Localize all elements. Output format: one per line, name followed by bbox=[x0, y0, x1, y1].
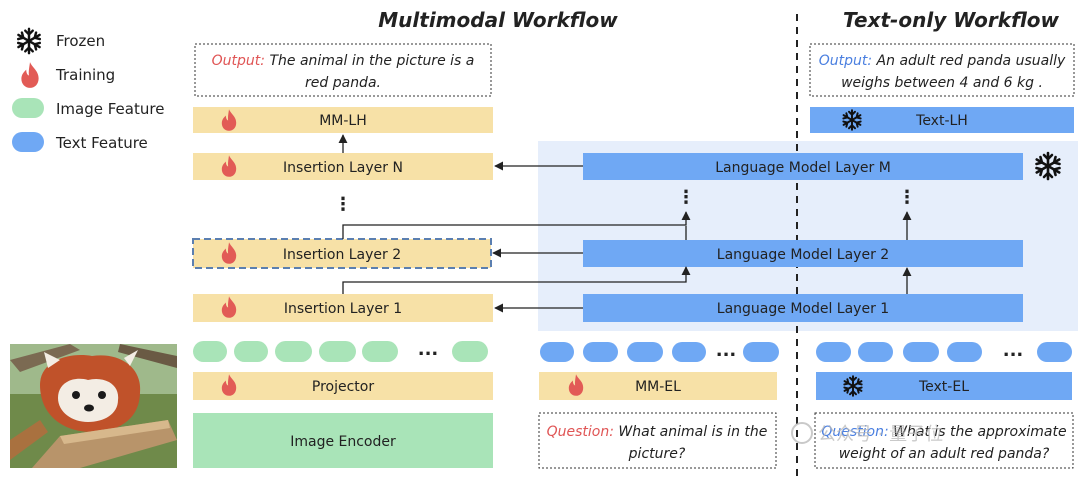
image-feature-token bbox=[452, 341, 488, 362]
image-encoder-box bbox=[193, 413, 493, 468]
svg-text:Output: The animal in the pict: Output: The animal in the picture is a bbox=[212, 53, 475, 69]
text-lh-box bbox=[810, 107, 1074, 133]
projector-label: Projector bbox=[312, 379, 374, 395]
lm-layer-2-label: Language Model Layer 2 bbox=[717, 247, 889, 263]
text-only-feature-token bbox=[858, 342, 893, 362]
insertion-layer-2-box bbox=[192, 238, 492, 269]
mm-lh-box bbox=[193, 107, 493, 133]
multimodal-output-line2: red panda. bbox=[305, 75, 381, 91]
image-feature-token bbox=[193, 341, 227, 362]
lm-vdots: ⋮ bbox=[677, 187, 695, 208]
mm-question-line2: picture? bbox=[628, 446, 686, 462]
legend-training-label: Training bbox=[55, 66, 115, 84]
lm-layer-1-label: Language Model Layer 1 bbox=[717, 301, 889, 317]
text-only-feature-token bbox=[903, 342, 939, 362]
mm-text-feature-token bbox=[672, 342, 706, 362]
insertion-layer-n-label: Insertion Layer N bbox=[283, 160, 403, 176]
text-only-output-box bbox=[809, 43, 1075, 97]
mm-text-feature-token bbox=[540, 342, 574, 362]
insertion-layer-1-box bbox=[193, 294, 493, 322]
image-encoder-label: Image Encoder bbox=[290, 434, 396, 450]
insertion-layer-2-label: Insertion Layer 2 bbox=[283, 247, 401, 263]
text-only-feature-ellipsis: ... bbox=[1003, 340, 1024, 361]
mm-lh-label: MM-LH bbox=[319, 113, 367, 129]
insertion-layer-n-box bbox=[193, 153, 493, 180]
insertion-1-to-lm-arrow bbox=[342, 266, 691, 294]
image-feature-token bbox=[319, 341, 356, 362]
multimodal-output-line1: The animal in the picture is a bbox=[265, 53, 474, 69]
text-only-question-box bbox=[814, 412, 1074, 469]
mm-text-feature-token bbox=[627, 342, 663, 362]
insertion-2-to-lm-upper-arrow bbox=[342, 211, 691, 239]
lm-layer-1-box bbox=[583, 294, 1023, 322]
text-only-output-label: Output: bbox=[819, 53, 872, 69]
legend-frozen-label: Frozen bbox=[56, 32, 105, 50]
legend-fire-icon bbox=[21, 62, 39, 88]
red-panda-photo bbox=[10, 344, 177, 468]
svg-text:Question: What is the approxim: Question: What is the approximate bbox=[821, 424, 1066, 440]
text-only-question-line1: What is the approximate bbox=[889, 424, 1067, 440]
lm-layer-m-box bbox=[583, 153, 1023, 180]
text-only-output-line1: An adult red panda usually bbox=[872, 53, 1066, 69]
text-el-label: Text-EL bbox=[918, 379, 969, 395]
mm-question-line1: What animal is in the bbox=[614, 424, 767, 440]
multimodal-output-label: Output: bbox=[212, 53, 265, 69]
watermark-text: 公众号 · 量子位 bbox=[818, 424, 943, 445]
image-feature-token bbox=[234, 341, 268, 362]
text-only-question-label: Question: bbox=[821, 424, 888, 440]
lm-layer-m-label: Language Model Layer M bbox=[715, 160, 891, 176]
text-only-question-line2: weight of an adult red panda? bbox=[839, 446, 1050, 462]
text-only-feature-token bbox=[947, 342, 982, 362]
legend-text-feature-label: Text Feature bbox=[55, 134, 148, 152]
mm-text-feature-token bbox=[583, 342, 618, 362]
text-only-vdots: ⋮ bbox=[898, 187, 916, 208]
text-only-workflow-title: Text-only Workflow bbox=[843, 8, 1060, 32]
legend-snowflake-icon bbox=[17, 29, 42, 53]
image-feature-ellipsis: ... bbox=[418, 339, 439, 360]
image-feature-token bbox=[275, 341, 312, 362]
projector-box bbox=[193, 372, 493, 400]
text-only-feature-token bbox=[816, 342, 851, 362]
mm-text-feature-ellipsis: ... bbox=[716, 340, 737, 361]
watermark: 公众号 · 量子位 bbox=[791, 422, 943, 445]
mm-text-feature-token bbox=[743, 342, 779, 362]
svg-text:Question: What animal is in th: Question: What animal is in the bbox=[547, 424, 768, 440]
text-only-feature-token bbox=[1037, 342, 1072, 362]
multimodal-vdots: ⋮ bbox=[334, 194, 352, 215]
mm-el-label: MM-EL bbox=[635, 379, 681, 395]
mm-question-box bbox=[538, 412, 777, 469]
legend-image-feature-swatch bbox=[12, 98, 44, 118]
lm-layer-2-box bbox=[583, 240, 1023, 267]
insertion-layer-1-label: Insertion Layer 1 bbox=[284, 301, 402, 317]
multimodal-workflow-title: Multimodal Workflow bbox=[378, 8, 618, 32]
legend-text-feature-swatch bbox=[12, 132, 44, 152]
image-feature-token bbox=[362, 341, 398, 362]
text-only-output-line2: weighs between 4 and 6 kg . bbox=[841, 75, 1043, 91]
legend-image-feature-label: Image Feature bbox=[56, 100, 164, 118]
text-lh-label: Text-LH bbox=[915, 113, 968, 129]
text-el-box bbox=[816, 372, 1072, 400]
multimodal-output-box bbox=[194, 43, 492, 97]
watermark-logo-icon bbox=[791, 422, 813, 444]
svg-text:Output: An adult red panda usu: Output: An adult red panda usually bbox=[819, 53, 1066, 69]
mm-question-label: Question: bbox=[547, 424, 614, 440]
